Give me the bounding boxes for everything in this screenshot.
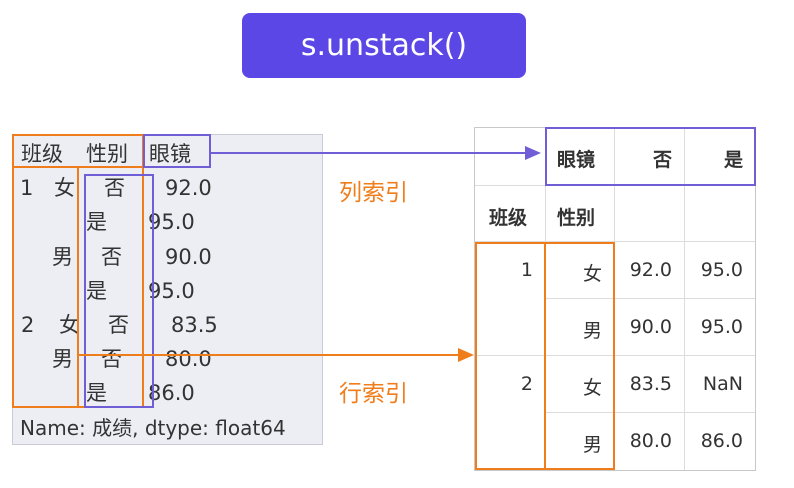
- table-row-4-yes: 86.0: [700, 430, 743, 452]
- series-header-level1: 班级: [21, 142, 63, 166]
- level1-index-highlight: [12, 166, 79, 408]
- table-row-4-no: 80.0: [629, 430, 672, 452]
- series-row-3-level3: 否: [101, 245, 122, 269]
- series-row-3-value: 90.0: [165, 245, 212, 269]
- row-index-label: 行索引: [339, 381, 408, 407]
- header-index-highlight: [12, 134, 144, 168]
- series-row-7-level3: 是: [86, 381, 107, 405]
- column-index-label: 列索引: [339, 180, 408, 206]
- series-output-panel: [12, 134, 323, 445]
- series-row-1-value: 92.0: [165, 176, 212, 200]
- table-column-header-highlight: [545, 127, 756, 186]
- series-row-3-level2: 男: [52, 245, 73, 269]
- series-footer: Name: 成绩, dtype: float64: [20, 416, 286, 440]
- series-row-6-value: 80.0: [165, 347, 212, 371]
- series-row-2-level3: 是: [86, 210, 107, 234]
- series-row-4-level3: 是: [86, 279, 107, 303]
- table-row-divider-4: [475, 355, 755, 356]
- table-level1-highlight: [475, 242, 546, 470]
- table-row-3-level2: 女: [582, 377, 602, 399]
- series-row-5-level3: 否: [108, 313, 129, 337]
- table-col-divider-3: [684, 128, 685, 470]
- series-row-5-value: 83.5: [171, 313, 218, 337]
- table-row-divider-3: [546, 298, 755, 299]
- table-row-1-level1: 1: [520, 259, 533, 281]
- table-row-3-yes: NaN: [702, 373, 743, 395]
- series-row-6-level3: 否: [101, 347, 122, 371]
- table-row-3-level1: 2: [520, 373, 533, 395]
- series-row-1-level3: 否: [104, 176, 125, 200]
- table-row-1-no: 92.0: [629, 259, 672, 281]
- series-row-1-level1: 1: [20, 176, 34, 200]
- series-row-5-level2: 女: [59, 313, 80, 337]
- series-row-7-value: 86.0: [148, 381, 195, 405]
- series-row-4-value: 95.0: [148, 279, 195, 303]
- level3-index-highlight: [84, 174, 154, 408]
- series-row-2-value: 95.0: [148, 210, 195, 234]
- table-row-2-level2: 男: [582, 320, 602, 342]
- table-column-yes: 是: [723, 149, 743, 171]
- table-row-3-no: 83.5: [629, 373, 672, 395]
- series-header-level2: 性别: [86, 142, 128, 166]
- series-row-1-level2: 女: [54, 176, 75, 200]
- column-name-highlight: [143, 134, 211, 168]
- table-row-2-no: 90.0: [629, 316, 672, 338]
- table-level2-highlight: [544, 242, 615, 470]
- table-index-header-1: 班级: [489, 207, 528, 229]
- table-row-divider-2: [475, 241, 755, 242]
- table-column-header: 眼镜: [557, 149, 596, 171]
- table-index-header-2: 性别: [557, 207, 596, 229]
- table-row-1-level2: 女: [582, 263, 602, 285]
- table-row-divider-5: [546, 412, 755, 413]
- series-header-name: 眼镜: [149, 142, 191, 166]
- table-row-1-yes: 95.0: [700, 259, 743, 281]
- series-row-6-level2: 男: [52, 347, 73, 371]
- series-row-5-level1: 2: [21, 313, 35, 337]
- title-button: s.unstack(): [242, 13, 526, 78]
- table-column-no: 否: [652, 149, 672, 171]
- table-row-2-yes: 95.0: [700, 316, 743, 338]
- table-row-4-level2: 男: [582, 434, 602, 456]
- row-index-arrow-head: [458, 348, 474, 362]
